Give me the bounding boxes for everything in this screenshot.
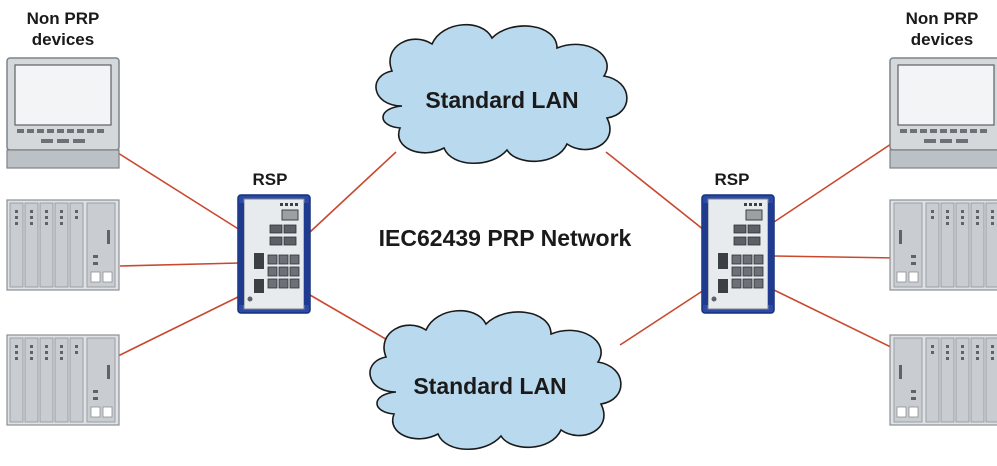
non-prp-left-line2: devices	[31, 30, 95, 49]
link-lan-bottom-to-rsp-right	[619, 289, 705, 346]
rsp-switch-icon	[701, 194, 775, 314]
plc-rack-icon	[6, 334, 120, 426]
links	[117, 139, 898, 357]
plc-rack-icon	[6, 199, 120, 291]
link-rsp-left-to-lan-top	[309, 151, 397, 233]
lan-bottom-label: Standard LAN	[413, 373, 567, 399]
link-rsp-right-to-plc-right-1	[773, 255, 898, 259]
monitor-icon	[889, 57, 997, 169]
rsp-switch-icon	[237, 194, 311, 314]
plc-rack-icon	[889, 199, 997, 291]
rsp-label-left: RSP	[252, 170, 288, 189]
network-title: IEC62439 PRP Network	[378, 225, 632, 251]
link-monitor-left-to-rsp-left	[117, 152, 241, 231]
link-rsp-right-to-monitor-right	[773, 139, 898, 223]
link-lan-top-to-rsp-right	[605, 151, 705, 231]
non-prp-devices-label-right: Non PRP devices	[894, 8, 990, 50]
non-prp-devices-label-left: Non PRP devices	[18, 8, 108, 50]
non-prp-right-line2: devices	[910, 30, 974, 49]
link-plc-left-2-to-rsp-left	[117, 295, 241, 357]
link-plc-left-1-to-rsp-left	[119, 262, 241, 267]
non-prp-right-line1: Non PRP	[905, 9, 979, 28]
rsp-label-right: RSP	[714, 170, 750, 189]
lan-top-label: Standard LAN	[425, 87, 579, 113]
link-rsp-left-to-lan-bottom	[309, 294, 397, 346]
link-rsp-right-to-plc-right-2	[773, 289, 898, 351]
monitor-icon	[6, 57, 120, 169]
non-prp-left-line1: Non PRP	[26, 9, 100, 28]
plc-rack-icon	[889, 334, 997, 426]
